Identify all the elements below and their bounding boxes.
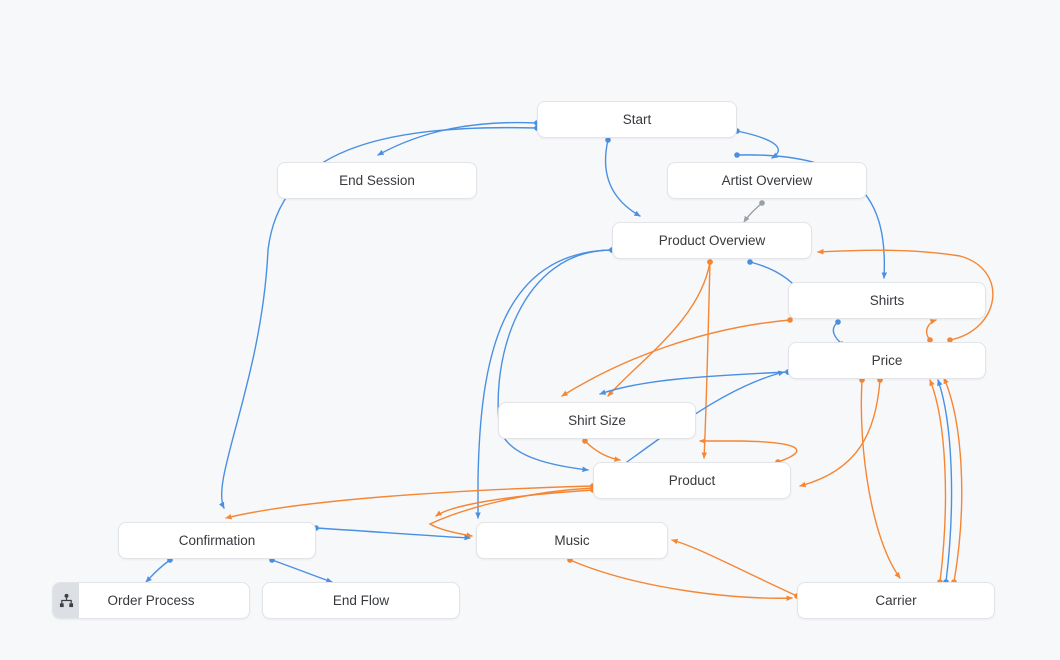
node-order-process[interactable]: Order Process [52, 582, 250, 619]
node-label: Music [554, 533, 590, 548]
node-label: Start [622, 112, 652, 127]
edge-confirmation-to-end-flow[interactable] [269, 557, 333, 583]
node-end-session[interactable]: End Session [277, 162, 477, 199]
edge-shirts-to-shirt-size[interactable] [561, 317, 793, 397]
node-product[interactable]: Product [593, 462, 791, 499]
sitemap-icon [53, 583, 79, 618]
edge-price-to-product[interactable] [799, 377, 883, 488]
edge-product-overview-to-music[interactable] [475, 247, 615, 519]
node-carrier[interactable]: Carrier [797, 582, 995, 619]
node-label: Shirt Size [568, 413, 626, 428]
node-artist-overview[interactable]: Artist Overview [667, 162, 867, 199]
node-confirmation[interactable]: Confirmation [118, 522, 316, 559]
edge-artist-overview-to-product-overview[interactable] [743, 200, 765, 223]
node-product-overview[interactable]: Product Overview [612, 222, 812, 259]
node-label: Order Process [107, 593, 195, 608]
node-price[interactable]: Price [788, 342, 986, 379]
edge-price-to-shirts[interactable] [926, 319, 937, 343]
node-label: End Flow [332, 593, 390, 608]
edge-price-to-carrier[interactable] [859, 377, 901, 579]
edge-carrier-to-music[interactable] [671, 538, 800, 599]
node-end-flow[interactable]: End Flow [262, 582, 460, 619]
node-music[interactable]: Music [476, 522, 668, 559]
edge-product-to-shirt-size[interactable] [699, 438, 798, 465]
edge-music-to-carrier[interactable] [567, 557, 793, 602]
node-label: Price [871, 353, 903, 368]
node-label: Product Overview [658, 233, 766, 248]
node-label: Carrier [875, 593, 917, 608]
node-label: Artist Overview [721, 173, 813, 188]
node-start[interactable]: Start [537, 101, 737, 138]
edge-product-overview-to-product[interactable] [701, 259, 713, 459]
edge-start-to-confirmation[interactable] [219, 125, 540, 509]
edge-confirmation-to-music[interactable] [313, 525, 471, 541]
edge-shirt-size-to-product[interactable] [582, 438, 621, 462]
node-label: Shirts [869, 293, 905, 308]
edge-product-to-confirmation[interactable] [225, 483, 596, 520]
edge-product-to-music[interactable] [435, 487, 596, 517]
node-shirts[interactable]: Shirts [788, 282, 986, 319]
edge-carrier-to-price[interactable] [943, 377, 963, 585]
node-label: Product [668, 473, 716, 488]
node-label: End Session [339, 173, 415, 188]
edge-carrier-to-price[interactable] [929, 379, 947, 585]
node-label: Confirmation [178, 533, 256, 548]
edge-confirmation-to-order-process[interactable] [145, 557, 173, 583]
edge-start-to-artist-overview[interactable] [734, 128, 779, 159]
edge-price-to-product-overview[interactable] [817, 248, 994, 343]
edge-product-overview-to-shirt-size[interactable] [607, 259, 713, 397]
node-shirt-size[interactable]: Shirt Size [498, 402, 696, 439]
edge-start-to-product-overview[interactable] [604, 137, 641, 217]
